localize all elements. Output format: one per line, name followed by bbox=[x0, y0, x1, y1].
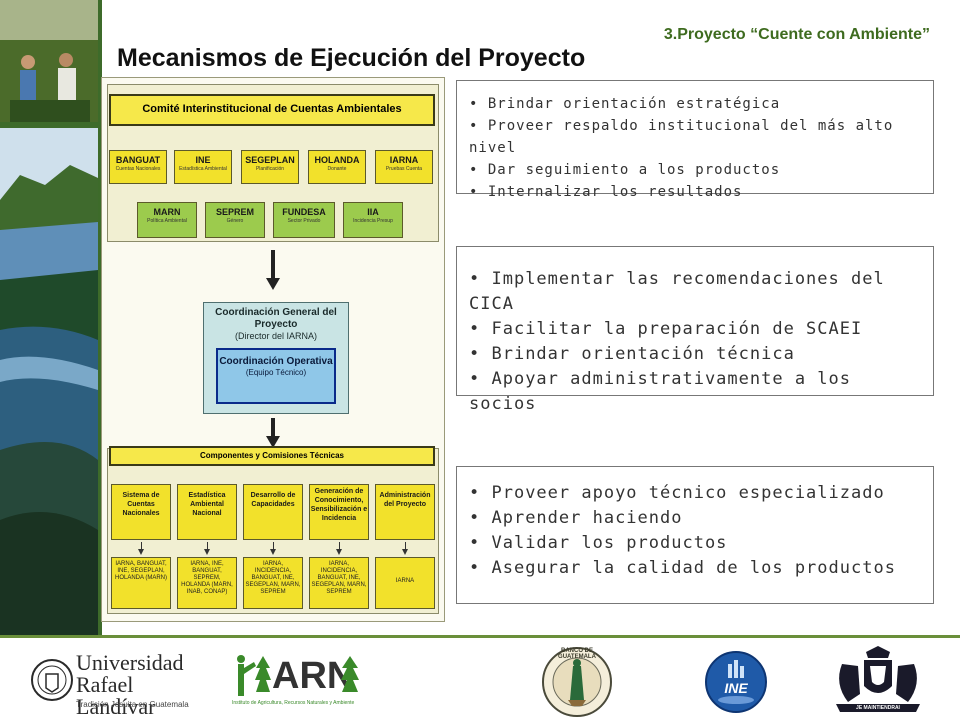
small-arrow-head bbox=[138, 549, 144, 555]
url-name-line2: Rafael Landívar bbox=[76, 672, 156, 719]
iarna-letters: ARN bbox=[272, 655, 355, 697]
url-seal-icon bbox=[31, 659, 73, 701]
member-box: FUNDESA Sector Privado bbox=[273, 202, 335, 238]
page-title: Mecanismos de Ejecución del Proyecto bbox=[117, 44, 586, 72]
commission-box: IARNA, INE, BANGUAT, SEPREM, HOLANDA (MA… bbox=[177, 557, 237, 609]
section-label: 3.Proyecto “Cuente con Ambiente” bbox=[663, 26, 930, 43]
url-name-line1: Universidad bbox=[76, 650, 184, 675]
component-box: Desarrollo de Capacidades bbox=[243, 484, 303, 540]
iarna-tree-icon bbox=[255, 656, 271, 692]
small-arrow bbox=[405, 542, 406, 550]
component-box: Generación de Conocimiento, Sensibilizac… bbox=[309, 484, 369, 540]
small-arrow-head bbox=[402, 549, 408, 555]
bullet-item: Facilitar la preparación de SCAEI bbox=[469, 317, 923, 342]
arrow-down bbox=[271, 418, 275, 438]
ine-globe-icon bbox=[705, 651, 767, 713]
bullet-item: Proveer respaldo institucional del más a… bbox=[469, 115, 923, 159]
green-divider-bar bbox=[98, 0, 102, 635]
iarna-tree-icon bbox=[341, 656, 359, 692]
bullet-item: Proveer apoyo técnico especializado bbox=[469, 481, 923, 506]
bullet-item: Brindar orientación técnica bbox=[469, 342, 923, 367]
holland-motto: JE MAINTIENDRAI bbox=[856, 705, 900, 711]
photo-strip bbox=[0, 0, 98, 635]
small-arrow bbox=[273, 542, 274, 550]
member-box: IARNA Pruebas Cuenta bbox=[375, 150, 433, 184]
arrow-down bbox=[271, 250, 275, 280]
small-arrow-head bbox=[204, 549, 210, 555]
bullet-box-coordination: Implementar las recomendaciones del CICA… bbox=[456, 246, 934, 414]
netherlands-coat-of-arms: JE MAINTIENDRAI bbox=[830, 644, 926, 718]
arrow-down-head bbox=[266, 436, 280, 448]
member-box: SEGEPLAN Planificación bbox=[241, 150, 299, 184]
small-arrow-head bbox=[270, 549, 276, 555]
org-chart: Comité Interinstitucional de Cuentas Amb… bbox=[101, 77, 445, 622]
iarna-figure-icon bbox=[237, 655, 256, 696]
small-arrow bbox=[141, 542, 142, 550]
coordination-general-box: Coordinación General del Proyecto (Direc… bbox=[203, 302, 349, 414]
url-logo: Universidad Rafael Landívar Tradición Je… bbox=[30, 650, 210, 718]
ine-label: INE bbox=[724, 680, 748, 696]
components-header: Componentes y Comisiones Técnicas bbox=[109, 446, 435, 466]
footer-divider bbox=[0, 635, 960, 638]
banguat-seal-icon bbox=[542, 647, 612, 717]
footer-logos: Universidad Rafael Landívar Tradición Je… bbox=[0, 638, 960, 720]
coordination-operativa-box: Coordinación Operativa (Equipo Técnico) bbox=[216, 348, 336, 404]
member-box: HOLANDA Donante bbox=[308, 150, 366, 184]
commission-box: IARNA, BANGUAT, INE, SEGEPLAN, HOLANDA (… bbox=[111, 557, 171, 609]
banguat-ring-text: BANCO DE GUATEMALA bbox=[558, 648, 596, 660]
commission-box: IARNA, INCIDENCIA, BANGUAT, INE, SEGEPLA… bbox=[243, 557, 303, 609]
member-box: SEPREM Género bbox=[205, 202, 265, 238]
bullet-item: Apoyar administrativamente a los socios bbox=[469, 367, 923, 417]
banguat-logo: BANCO DE GUATEMALA bbox=[540, 646, 614, 718]
bullet-item: Validar los productos bbox=[469, 531, 923, 556]
member-box: INE Estadística Ambiental bbox=[174, 150, 232, 184]
iarna-logo: ARN Instituto de Agricultura, Recursos N… bbox=[232, 654, 362, 714]
member-box: MARN Política Ambiental bbox=[137, 202, 197, 238]
commission-box: IARNA, INCIDENCIA, BANGUAT, INE, SEGEPLA… bbox=[309, 557, 369, 609]
component-box: Administración del Proyecto bbox=[375, 484, 435, 540]
component-box: Sistema de Cuentas Nacionales bbox=[111, 484, 171, 540]
member-box: BANGUAT Cuentas Nacionales bbox=[109, 150, 167, 184]
coat-of-arms-icon bbox=[836, 646, 920, 712]
bullet-item: Brindar orientación estratégica bbox=[469, 93, 923, 115]
bullet-box-committee: Brindar orientación estratégica Proveer … bbox=[456, 80, 934, 200]
bullet-item: Implementar las recomendaciones del CICA bbox=[469, 267, 923, 317]
member-box: IIA Incidencia Presup bbox=[343, 202, 403, 238]
bullet-box-components: Proveer apoyo técnico especializado Apre… bbox=[456, 466, 934, 604]
commission-box: IARNA bbox=[375, 557, 435, 609]
ine-logo: INE bbox=[704, 650, 768, 714]
component-box: Estadística Ambiental Nacional bbox=[177, 484, 237, 540]
arrow-down-head bbox=[266, 278, 280, 290]
committee-header: Comité Interinstitucional de Cuentas Amb… bbox=[109, 94, 435, 126]
iarna-caption: Instituto de Agricultura, Recursos Natur… bbox=[232, 700, 355, 706]
bullet-item: Aprender haciendo bbox=[469, 506, 923, 531]
url-tagline: Tradición Jesuita en Guatemala bbox=[76, 700, 189, 709]
small-arrow bbox=[207, 542, 208, 550]
small-arrow-head bbox=[336, 549, 342, 555]
bullet-item: Dar seguimiento a los productos bbox=[469, 159, 923, 181]
bullet-item: Asegurar la calidad de los productos bbox=[469, 556, 923, 581]
bullet-item: Internalizar los resultados bbox=[469, 181, 923, 203]
small-arrow bbox=[339, 542, 340, 550]
